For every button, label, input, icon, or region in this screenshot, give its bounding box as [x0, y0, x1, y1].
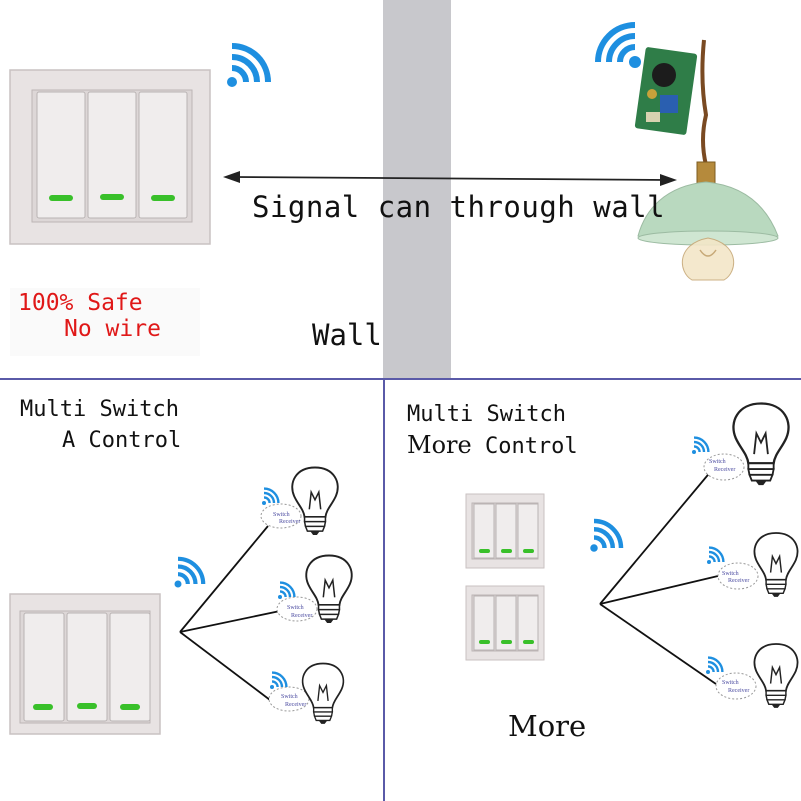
- wifi-icon: [175, 559, 204, 588]
- wall: [383, 0, 451, 378]
- wifi-icon: [595, 22, 641, 68]
- wifi-icon: [260, 487, 280, 507]
- receiver-label: Receiver: [285, 702, 306, 708]
- wifi-icon: [704, 656, 724, 676]
- light-bulb-icon: [753, 643, 799, 709]
- horizontal-divider: [0, 378, 801, 380]
- vertical-divider: [383, 380, 385, 801]
- receiver-labels: Switch Receiver Switch Receiver Switch R…: [273, 459, 749, 708]
- receiver-label: Switch: [722, 680, 739, 686]
- safe-line-1: 100% Safe: [18, 290, 143, 316]
- wifi-icon: [705, 546, 725, 566]
- receiver-label: Receiver: [728, 688, 749, 694]
- right-title-line-2: More Control: [407, 430, 578, 462]
- receiver-module-icon: [703, 453, 759, 700]
- wifi-icon: [268, 671, 288, 691]
- left-title-line-1: Multi Switch: [20, 397, 179, 422]
- wall-switch-icon: [465, 493, 545, 569]
- receiver-label: Switch: [722, 571, 739, 577]
- right-title-line-1: Multi Switch: [407, 402, 566, 427]
- receiver-module-icon: [634, 47, 698, 135]
- wall-switch-icon: [9, 593, 161, 735]
- connection-lines: [179, 525, 281, 701]
- double-arrow-icon: [223, 171, 677, 186]
- receiver-label: Receiver: [291, 613, 312, 619]
- light-bulb-icon: [301, 662, 345, 725]
- wall-switch-icon: [465, 585, 545, 661]
- light-bulb-icon: [753, 532, 799, 598]
- receiver-module-icon: [260, 503, 318, 712]
- right-title-control: Control: [484, 434, 578, 459]
- receiver-label: Receiver: [279, 519, 300, 525]
- right-panel-title: Multi Switch More Control: [407, 399, 578, 462]
- signal-caption: Signal can through wall: [252, 190, 666, 224]
- wifi-icon: [590, 521, 621, 552]
- connection-lines: [599, 469, 719, 685]
- more-label: More: [508, 709, 587, 743]
- left-panel-title: Multi Switch A Control: [20, 394, 181, 456]
- safe-line-2: No wire: [64, 316, 161, 342]
- receiver-label: Receiver: [728, 578, 749, 584]
- wall-label: Wall: [312, 318, 382, 352]
- receiver-label: Switch: [273, 512, 290, 518]
- receiver-label: Switch: [281, 694, 298, 700]
- safe-label-background: [10, 288, 200, 356]
- pendant-lamp-icon: [637, 39, 779, 281]
- receiver-label: Switch: [709, 459, 726, 465]
- wifi-icon: [690, 436, 710, 456]
- wall-switch-icon: [9, 69, 211, 245]
- left-title-line-2: A Control: [62, 428, 182, 453]
- receiver-label: Receiver: [714, 467, 735, 473]
- wifi-icon: [276, 581, 296, 601]
- wifi-icon: [227, 46, 268, 87]
- right-title-more: More: [407, 431, 472, 459]
- receiver-label: Switch: [287, 605, 304, 611]
- safe-label: 100% Safe No wire: [18, 290, 161, 342]
